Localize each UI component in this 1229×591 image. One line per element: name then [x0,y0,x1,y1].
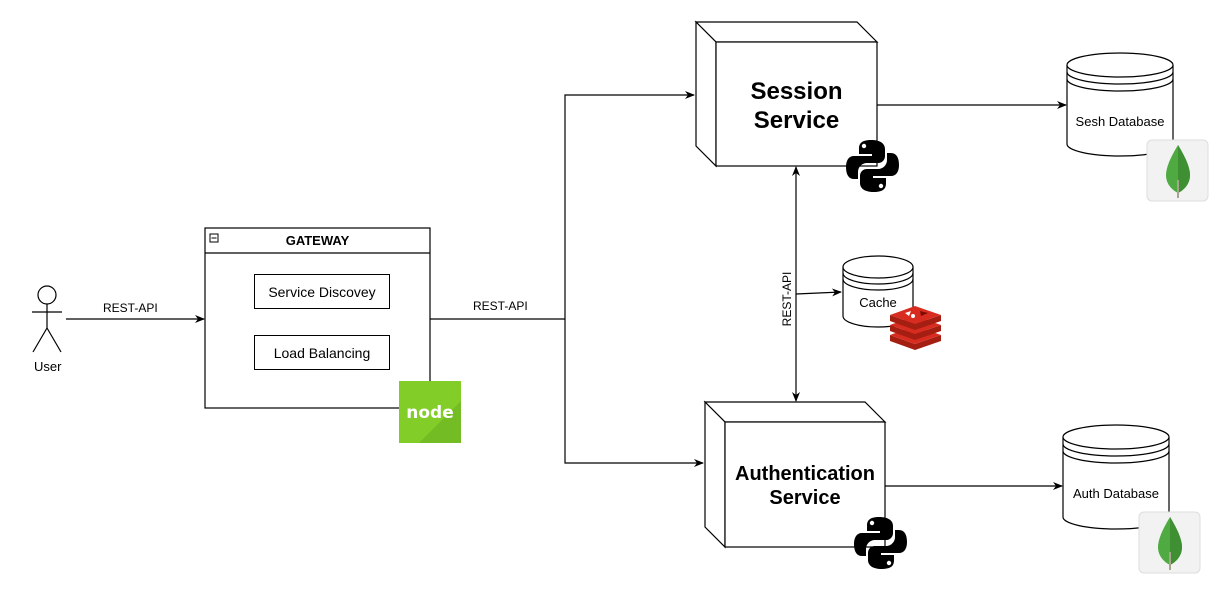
sesh-database-label: Sesh Database [1075,114,1165,129]
edge-to-session-service [564,91,695,319]
auth-database-label: Auth Database [1072,486,1159,501]
nodejs-logo-icon: node [399,381,461,443]
session-service-line1: Session [750,78,843,105]
user-label: User [34,359,62,374]
auth-service-line1: Authentication [735,463,875,485]
edge-label-gateway-services: REST-API [473,299,528,313]
gateway-title: GATEWAY [285,233,350,248]
auth-service-line2: Service [769,487,841,509]
session-service-line2: Service [753,107,840,134]
gateway-container [204,227,431,409]
edge-label-user-gateway: REST-API [103,301,158,315]
cache-label: Cache [859,295,897,310]
python-logo-icon [854,517,907,569]
sesh-database-cylinder [1066,52,1174,157]
service-discovery-box: Service Discovey [254,274,390,309]
edge-label-session-auth: REST-API [780,271,794,327]
user-actor-icon [32,285,62,353]
edge-to-cache [795,288,842,297]
redis-logo-icon [890,306,941,350]
auth-service-title: Authentication Service [725,462,885,510]
auth-database-cylinder [1062,424,1170,530]
cache-cylinder [842,255,914,328]
load-balancing-box: Load Balancing [254,335,390,370]
python-logo-icon [846,140,899,192]
edge-to-auth-service [564,319,704,467]
mongodb-logo-icon [1138,511,1201,574]
session-service-box [694,20,879,168]
auth-service-box [703,400,887,549]
node-logo-text: node [406,403,453,423]
session-service-title: Session Service [716,77,877,135]
mongodb-logo-icon [1146,139,1209,202]
